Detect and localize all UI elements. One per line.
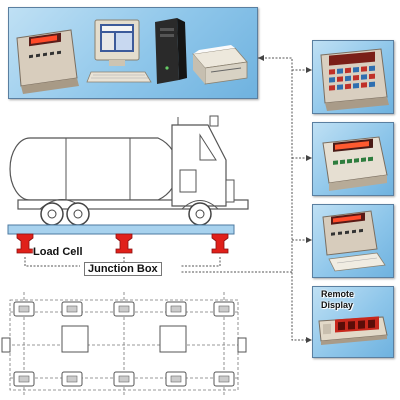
scale-platform bbox=[7, 224, 235, 235]
load-cell-icon bbox=[16, 233, 229, 254]
load-cell-label: Load Cell bbox=[33, 246, 83, 258]
truck-scale-diagram bbox=[7, 115, 249, 267]
wire-arrow-2 bbox=[306, 155, 312, 161]
computer-monitor-icon bbox=[94, 19, 140, 66]
remote-display-label: Remote Display bbox=[321, 289, 355, 310]
stand-indicator-panel bbox=[312, 204, 394, 278]
junction-box-label: Junction Box bbox=[84, 262, 162, 276]
indicator-keypad-icon bbox=[320, 48, 389, 111]
junction-wire-left bbox=[24, 257, 80, 267]
computer-system-panel bbox=[8, 7, 258, 99]
remote-display-icon bbox=[318, 316, 388, 345]
keypad-indicator-panel bbox=[312, 40, 394, 114]
truck-icon bbox=[9, 115, 249, 226]
computer-tower-icon bbox=[155, 18, 187, 84]
junction-wire-right bbox=[180, 257, 221, 267]
wire-arrow-1 bbox=[306, 67, 312, 73]
remote-display-panel: Remote Display bbox=[312, 286, 394, 358]
keyboard-icon bbox=[86, 71, 152, 83]
indicator-icon bbox=[16, 29, 79, 94]
scale-plan-view bbox=[1, 292, 247, 396]
wire-arrow-4 bbox=[306, 337, 312, 343]
indicator-icon bbox=[322, 136, 388, 191]
desk-indicator-panel bbox=[312, 122, 394, 196]
wire-arrow-top bbox=[258, 55, 264, 61]
wire-main bbox=[258, 57, 312, 341]
wire-arrow-3 bbox=[306, 237, 312, 243]
printer-icon bbox=[192, 45, 248, 85]
indicator-icon bbox=[322, 210, 386, 272]
